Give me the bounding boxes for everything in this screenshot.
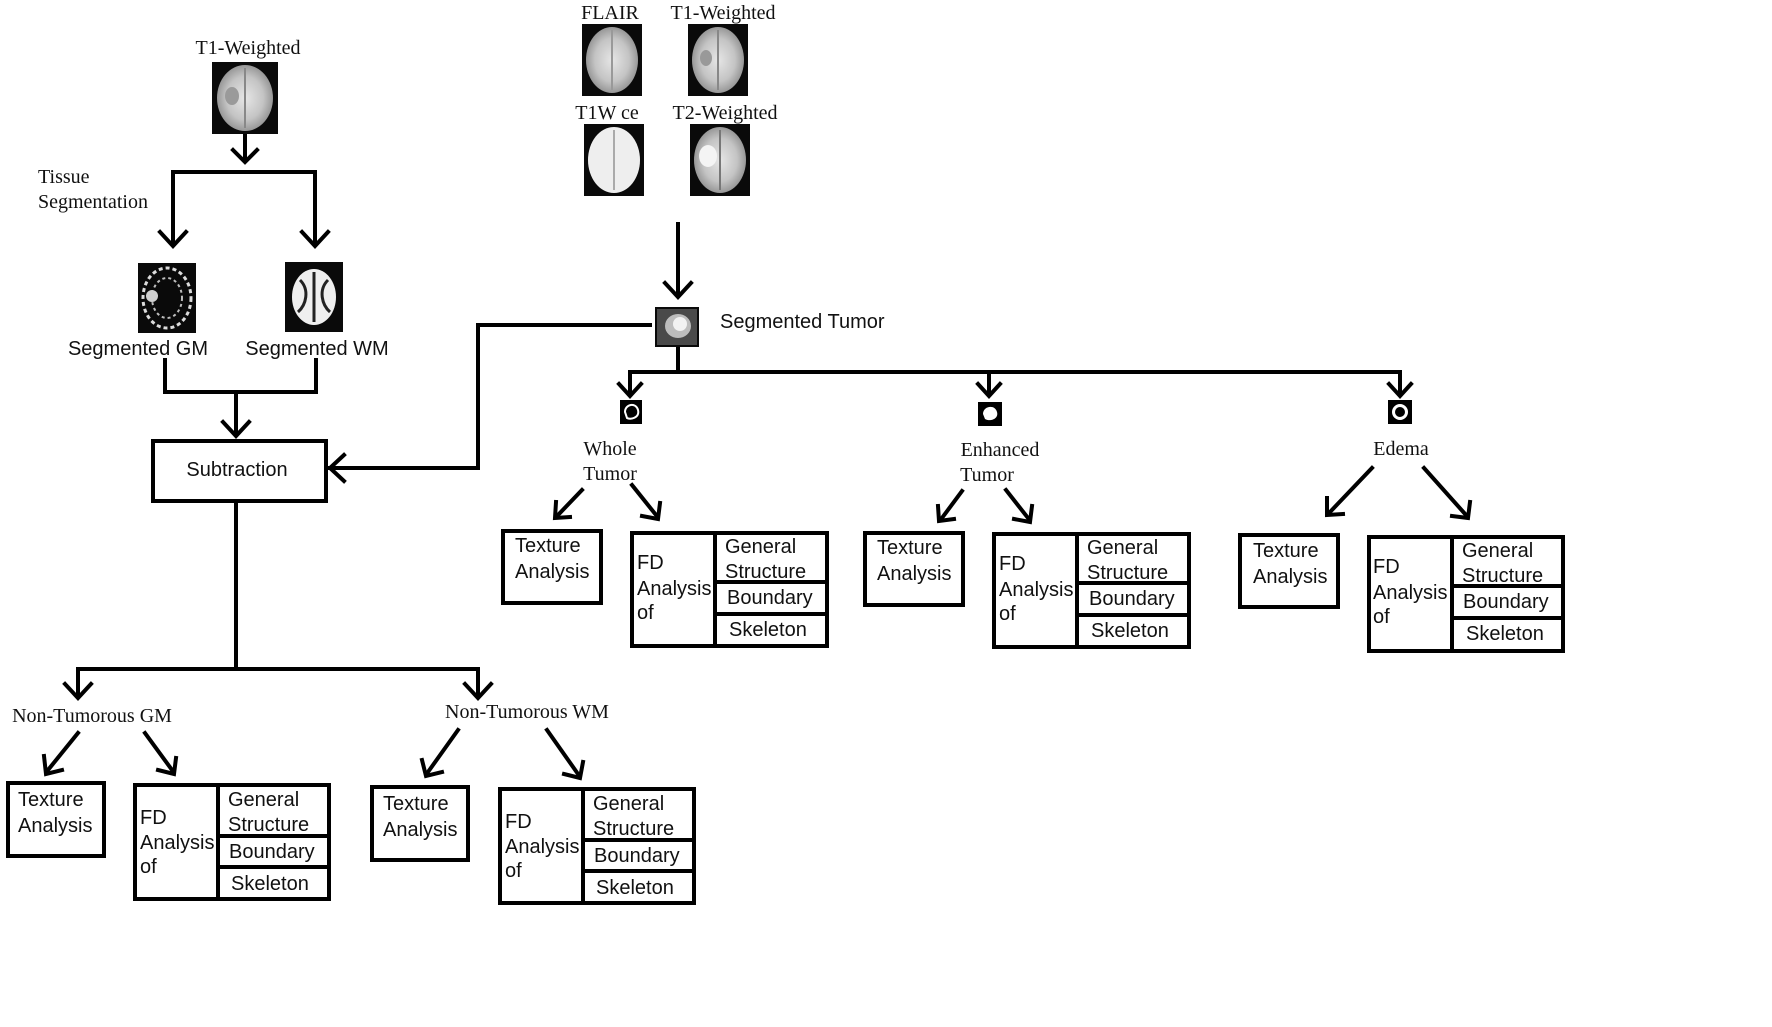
fd-label-1: FD xyxy=(1373,556,1400,578)
fd-label-3: of xyxy=(637,602,654,624)
fd-label-3: of xyxy=(1373,606,1390,628)
texture-label-2: Analysis xyxy=(383,819,457,841)
gm-fd-analysis-box: FD Analysis of General Structure Boundar… xyxy=(133,783,331,901)
edema-fd-analysis-box: FD Analysis of General Structure Boundar… xyxy=(1367,535,1565,653)
general-structure-label-1: General xyxy=(1087,537,1158,559)
segmented-tumor-image xyxy=(655,307,699,347)
flair-label: FLAIR xyxy=(581,2,639,24)
subtraction-box xyxy=(151,439,328,503)
general-structure-label-2: Structure xyxy=(593,818,674,840)
tissue-segmentation-label-1: Tissue xyxy=(38,166,90,188)
texture-label-1: Texture xyxy=(877,537,943,559)
general-structure-label-1: General xyxy=(228,789,299,811)
t2-weighted-label: T2-Weighted xyxy=(672,102,777,124)
skeleton-label: Skeleton xyxy=(1091,620,1169,642)
t1w-ce-brain-image xyxy=(584,124,644,196)
fd-label-2: Analysis xyxy=(999,579,1073,601)
general-structure-label-2: Structure xyxy=(1462,565,1543,587)
texture-label-1: Texture xyxy=(383,793,449,815)
subtraction-label: Subtraction xyxy=(186,459,287,481)
boundary-label: Boundary xyxy=(594,845,680,867)
skeleton-label: Skeleton xyxy=(729,619,807,641)
texture-label-2: Analysis xyxy=(877,563,951,585)
fd-label-2: Analysis xyxy=(505,836,579,858)
fd-label-1: FD xyxy=(140,807,167,829)
texture-label-2: Analysis xyxy=(1253,566,1327,588)
general-structure-label-2: Structure xyxy=(725,561,806,583)
skeleton-label: Skeleton xyxy=(231,873,309,895)
fd-label-2: Analysis xyxy=(637,578,711,600)
boundary-label: Boundary xyxy=(727,587,813,609)
whole-tumor-label-1: Whole xyxy=(583,438,636,460)
flair-brain-image xyxy=(582,24,642,96)
tissue-segmentation-label-2: Segmentation xyxy=(38,191,148,213)
fd-label-1: FD xyxy=(505,811,532,833)
skeleton-label: Skeleton xyxy=(596,877,674,899)
boundary-label: Boundary xyxy=(229,841,315,863)
whole-tumor-mask-icon xyxy=(620,400,642,424)
t1-weighted-label-left: T1-Weighted xyxy=(195,37,300,59)
wm-fd-analysis-box: FD Analysis of General Structure Boundar… xyxy=(498,787,696,905)
t1-weighted-label-top: T1-Weighted xyxy=(670,2,775,24)
edema-label: Edema xyxy=(1373,438,1429,460)
t2-brain-image xyxy=(690,124,750,196)
segmented-gm-label: Segmented GM xyxy=(68,338,208,360)
texture-label-1: Texture xyxy=(1253,540,1319,562)
fd-label-3: of xyxy=(505,860,522,882)
non-tumorous-gm-label: Non-Tumorous GM xyxy=(12,705,172,727)
boundary-label: Boundary xyxy=(1089,588,1175,610)
t1w-ce-label: T1W ce xyxy=(575,102,639,124)
fd-label-2: Analysis xyxy=(140,832,214,854)
general-structure-label-1: General xyxy=(1462,540,1533,562)
edema-mask-icon xyxy=(1388,400,1412,424)
fd-label-1: FD xyxy=(637,552,664,574)
fd-label-2: Analysis xyxy=(1373,582,1447,604)
segmented-wm-image xyxy=(285,262,343,332)
gm-texture-analysis-box: Texture Analysis xyxy=(6,781,106,858)
texture-label-2: Analysis xyxy=(515,561,589,583)
enhanced-tumor-texture-analysis-box: Texture Analysis xyxy=(863,531,965,607)
whole-tumor-fd-analysis-box: FD Analysis of General Structure Boundar… xyxy=(630,531,829,648)
t1-brain-image-top xyxy=(688,24,748,96)
segmented-gm-image xyxy=(138,263,196,333)
texture-label-1: Texture xyxy=(18,789,84,811)
t1-brain-image-left xyxy=(212,62,278,134)
edema-texture-analysis-box: Texture Analysis xyxy=(1238,533,1340,609)
enhanced-tumor-fd-analysis-box: FD Analysis of General Structure Boundar… xyxy=(992,532,1191,649)
wm-texture-analysis-box: Texture Analysis xyxy=(370,785,470,862)
enhanced-tumor-mask-icon xyxy=(978,402,1002,426)
general-structure-label-2: Structure xyxy=(228,814,309,836)
general-structure-label-1: General xyxy=(725,536,796,558)
general-structure-label-1: General xyxy=(593,793,664,815)
general-structure-label-2: Structure xyxy=(1087,562,1168,584)
fd-label-3: of xyxy=(140,856,157,878)
non-tumorous-wm-label: Non-Tumorous WM xyxy=(445,701,609,723)
segmented-wm-label: Segmented WM xyxy=(245,338,388,360)
enhanced-tumor-label-1: Enhanced xyxy=(961,439,1040,461)
texture-label-1: Texture xyxy=(515,535,581,557)
whole-tumor-texture-analysis-box: Texture Analysis xyxy=(501,529,603,605)
whole-tumor-label-2: Tumor xyxy=(583,463,637,485)
boundary-label: Boundary xyxy=(1463,591,1549,613)
texture-label-2: Analysis xyxy=(18,815,92,837)
fd-label-3: of xyxy=(999,603,1016,625)
segmented-tumor-label: Segmented Tumor xyxy=(720,311,885,333)
enhanced-tumor-label-2: Tumor xyxy=(960,464,1014,486)
fd-label-1: FD xyxy=(999,553,1026,575)
skeleton-label: Skeleton xyxy=(1466,623,1544,645)
